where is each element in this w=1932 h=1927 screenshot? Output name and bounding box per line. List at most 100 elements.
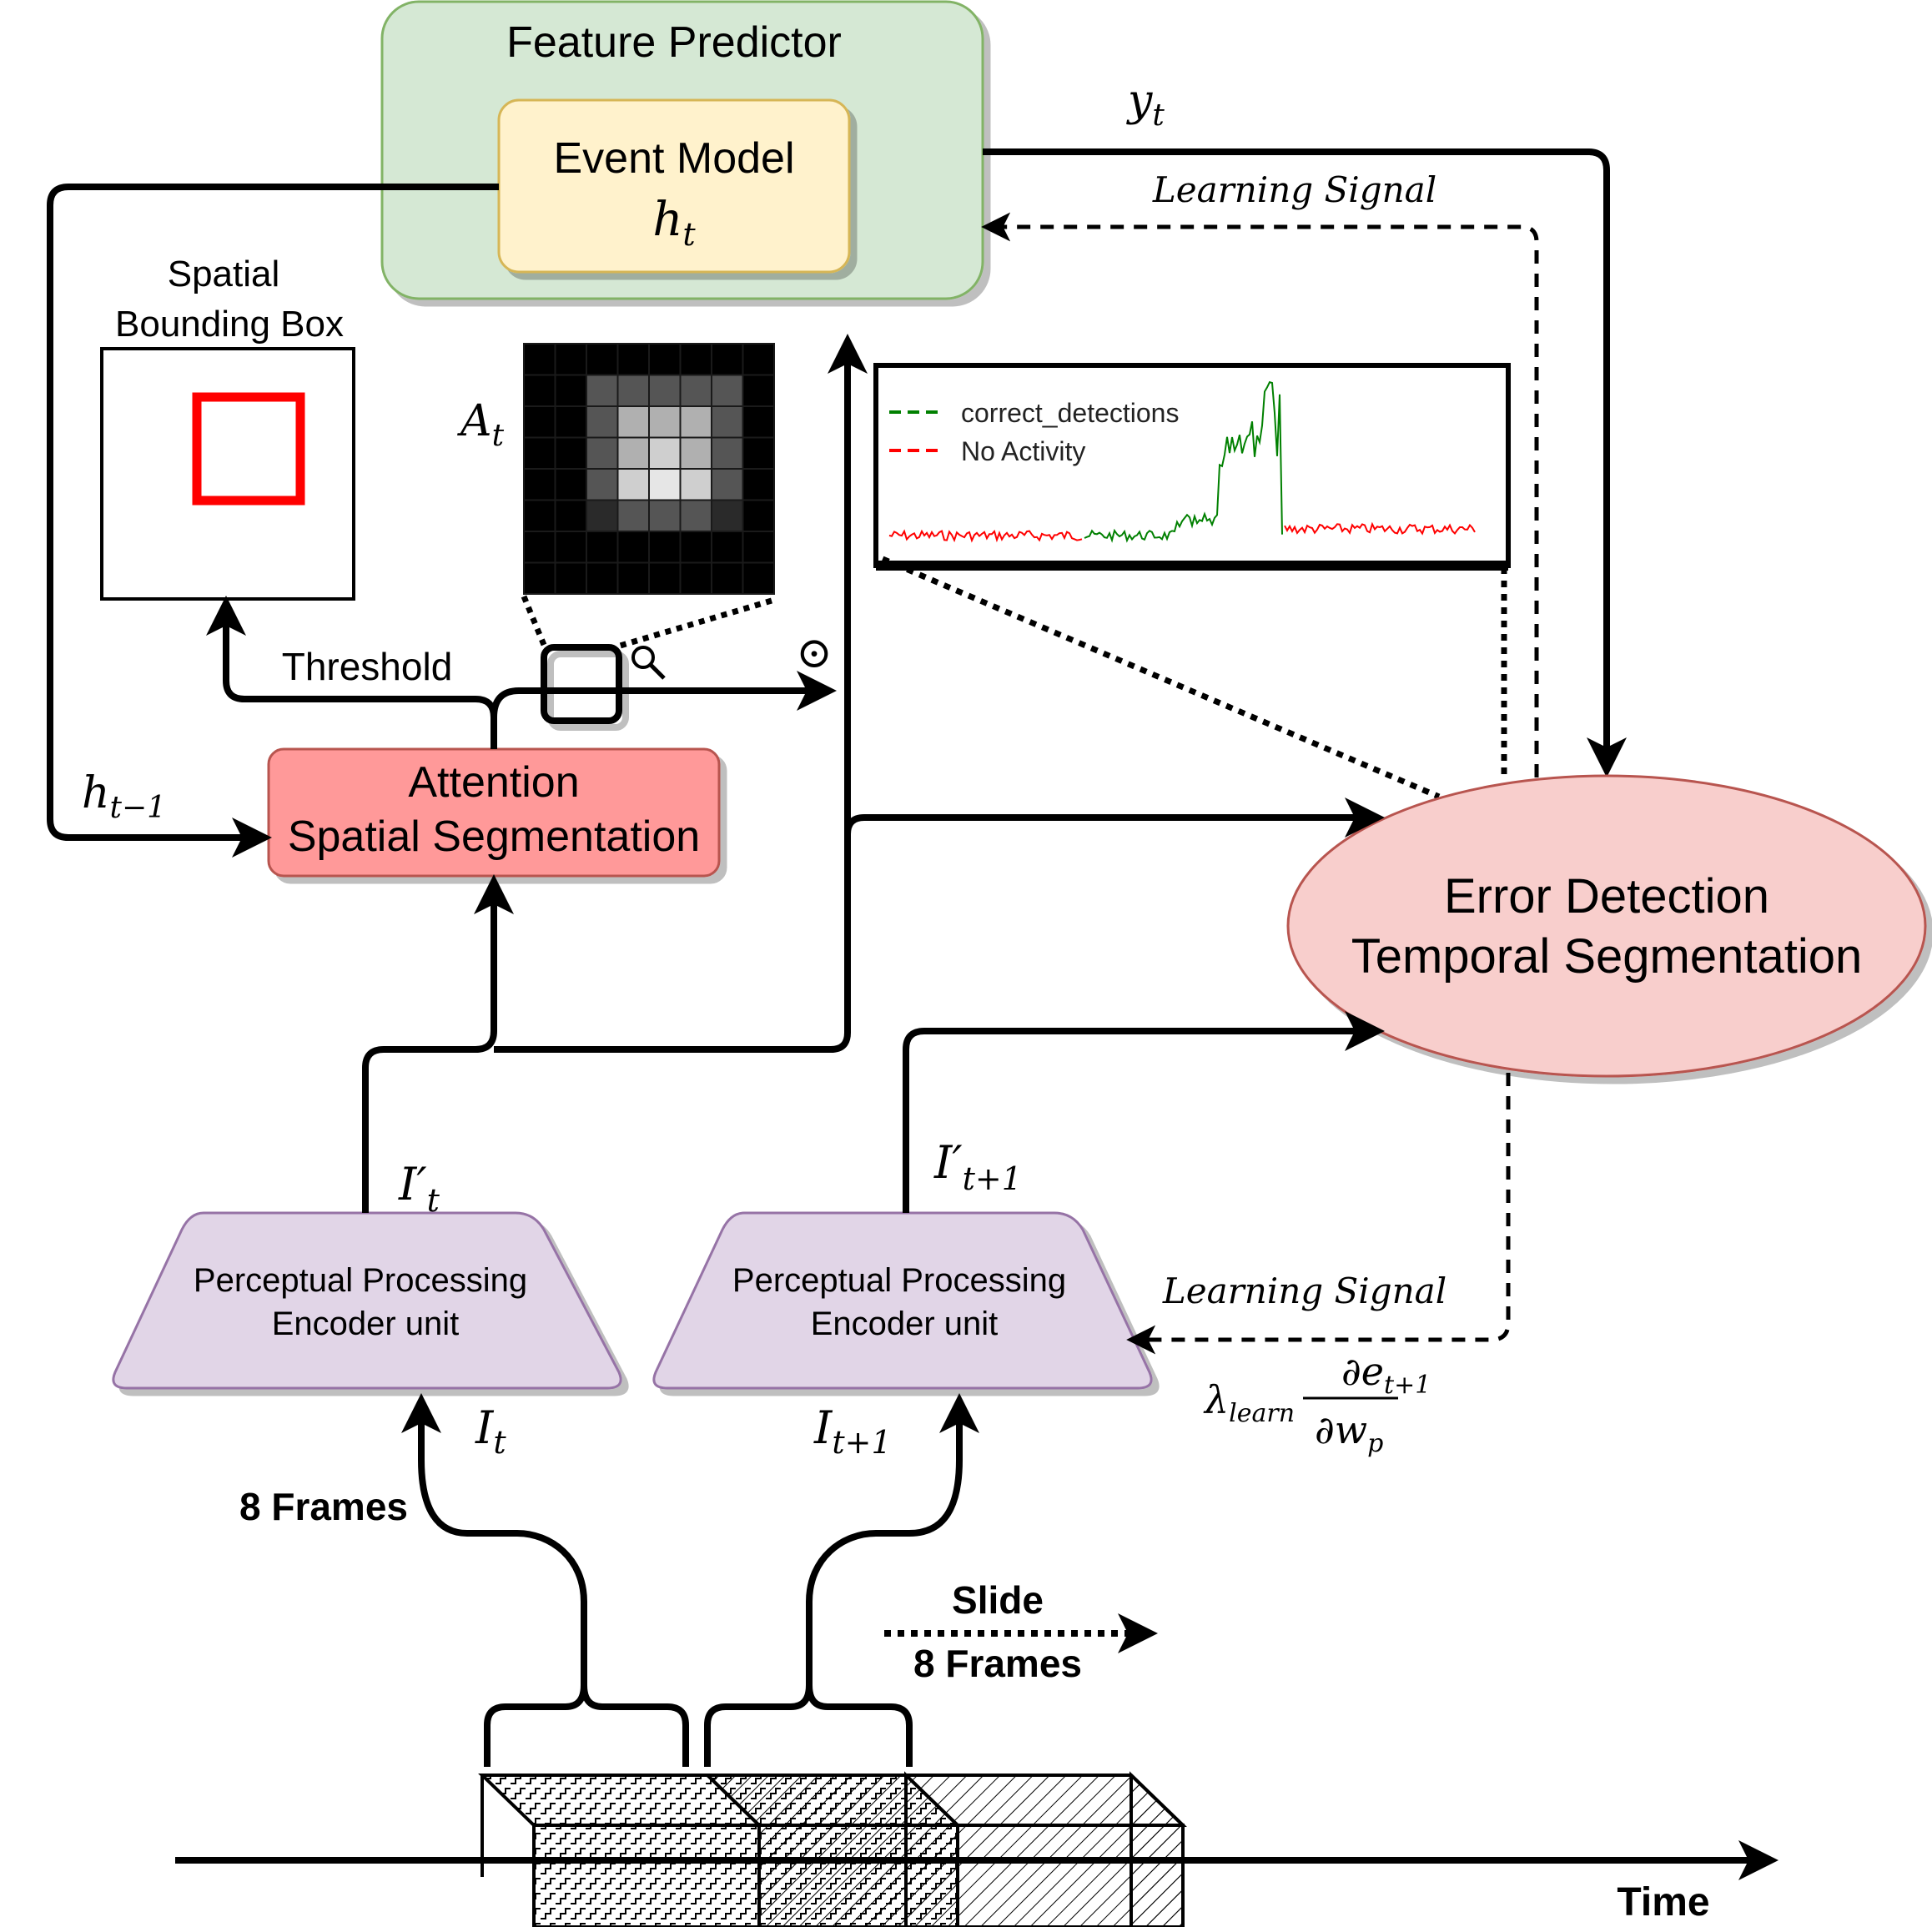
heatmap-cell (648, 405, 682, 439)
encoder-left-line2: Encoder unit (272, 1306, 460, 1342)
encoder-left-to-predictor-arrow (494, 334, 868, 1053)
magnifier-icon (631, 646, 666, 680)
fraction-numerator: ∂et+1 (1341, 1349, 1431, 1400)
plot-series-no-activity-end (1284, 521, 1476, 536)
heatmap-cell (711, 499, 744, 532)
heatmap-cell (648, 343, 682, 376)
heatmap-cell (523, 468, 556, 501)
learning-signal-bottom-arrow (1126, 1073, 1511, 1355)
brace-left-group (484, 1684, 689, 1767)
activity-plot: correct_detections No Activity (873, 363, 1511, 571)
heatmap-cell (648, 499, 682, 532)
legend-series1-label: correct_detections (961, 398, 1179, 428)
heatmap-cell (711, 436, 744, 470)
heatmap-cell (586, 531, 619, 564)
heatmap-cell (679, 374, 712, 407)
heatmap-cell (523, 561, 556, 595)
heatmap-cell (616, 436, 650, 470)
heatmap-cell (679, 405, 712, 439)
spatial-bbox-title-line1: Spatial (168, 254, 280, 294)
heatmap-cell (554, 405, 587, 439)
lambda-symbol: λlearn (1203, 1377, 1295, 1428)
frames-left-label: 8 Frames (239, 1485, 408, 1528)
encoder-left-to-attention-arrow (362, 874, 514, 1213)
feature-predictor-title: Feature Predictor (506, 18, 842, 67)
heatmap-cell (554, 499, 587, 532)
event-model-state: ht (652, 193, 696, 253)
heatmap-cell (711, 468, 744, 501)
heatmap-cell (554, 468, 587, 501)
heatmap-cell (586, 405, 619, 439)
slide-frames-label: 8 Frames (913, 1642, 1082, 1685)
encoder-left: Perceptual Processing Encoder unit (112, 1211, 622, 1390)
spatial-bbox-frame (100, 347, 355, 601)
event-model-title: Event Model (553, 134, 794, 183)
spatial-bbox-title-line2: Bounding Box (115, 304, 344, 345)
heatmap-cell (648, 468, 682, 501)
heatmap-cell (523, 499, 556, 532)
heatmap-cell (679, 436, 712, 470)
error-detection-ellipse: Error Detection Temporal Segmentation (1286, 774, 1927, 1078)
hidden-state-feedback-arrow (47, 184, 499, 858)
prediction-output-arrow (983, 148, 1627, 777)
heatmap-cell (742, 405, 775, 439)
frame-block-left (478, 1771, 962, 1927)
encoder-left-to-error-arrow (844, 797, 1385, 838)
plot-series-correct-detections (1084, 380, 1283, 543)
learning-signal-bottom-label: Learning Signal (1162, 1270, 1446, 1311)
heatmap-cell (523, 374, 556, 407)
heatmap-cell (586, 343, 619, 376)
heatmap-cell (711, 561, 744, 595)
encoder-right-to-error-arrow (903, 1011, 1385, 1213)
plot-connector-left (881, 556, 1441, 800)
frames-to-encoder-left-arrow (401, 1393, 587, 1685)
brace-right-group (704, 1684, 913, 1767)
encoder-right-line2: Encoder unit (811, 1306, 999, 1342)
attention-heatmap (523, 343, 775, 595)
zoom-line-left (521, 595, 547, 647)
heatmap-cell (586, 436, 619, 470)
heatmap-cell (616, 561, 650, 595)
heatmap-cell (742, 343, 775, 376)
hadamard-symbol: ⊙ (796, 628, 833, 678)
heatmap-cell (711, 343, 744, 376)
attention-output-arrow (491, 671, 837, 718)
encoder-right-in-label: It+1 (813, 1401, 892, 1461)
time-axis-label: Time (1617, 1880, 1709, 1924)
heatmap-cell (523, 405, 556, 439)
learning-signal-top-arrow (981, 212, 1539, 777)
error-detection-title-line2: Temporal Segmentation (1351, 929, 1863, 984)
legend-series2-label: No Activity (961, 436, 1085, 466)
heatmap-cell (616, 374, 650, 407)
fraction-denominator: ∂wp (1315, 1407, 1383, 1458)
heatmap-cell (648, 436, 682, 470)
heatmap-cell (711, 374, 744, 407)
hidden-prev-label: ht−1 (82, 768, 166, 825)
heatmap-cell (554, 561, 587, 595)
output-y-label: yt (1126, 76, 1165, 133)
attention-box: Attention Spatial Segmentation (267, 747, 721, 878)
encoder-right-line1: Perceptual Processing (732, 1262, 1066, 1299)
heatmap-cell (586, 374, 619, 407)
heatmap-cell (616, 468, 650, 501)
heatmap-cell (742, 374, 775, 407)
heatmap-cell (679, 561, 712, 595)
learning-signal-top-label: Learning Signal (1152, 169, 1436, 210)
heatmap-cell (554, 374, 587, 407)
zoom-line-right (616, 597, 772, 650)
heatmap-cell (616, 343, 650, 376)
heatmap-cell (679, 531, 712, 564)
heatmap-cell (648, 561, 682, 595)
heatmap-cell (586, 499, 619, 532)
heatmap-cell (616, 499, 650, 532)
heatmap-cell (742, 531, 775, 564)
heatmap-cell (679, 499, 712, 532)
heatmap-cell (616, 405, 650, 439)
encoder-left-in-label: It (475, 1401, 506, 1461)
encoder-right: Perceptual Processing Encoder unit (652, 1211, 1153, 1390)
heatmap-cell (554, 531, 587, 564)
error-detection-title-line1: Error Detection (1444, 869, 1769, 923)
heatmap-cell (586, 468, 619, 501)
heatmap-cell (523, 531, 556, 564)
